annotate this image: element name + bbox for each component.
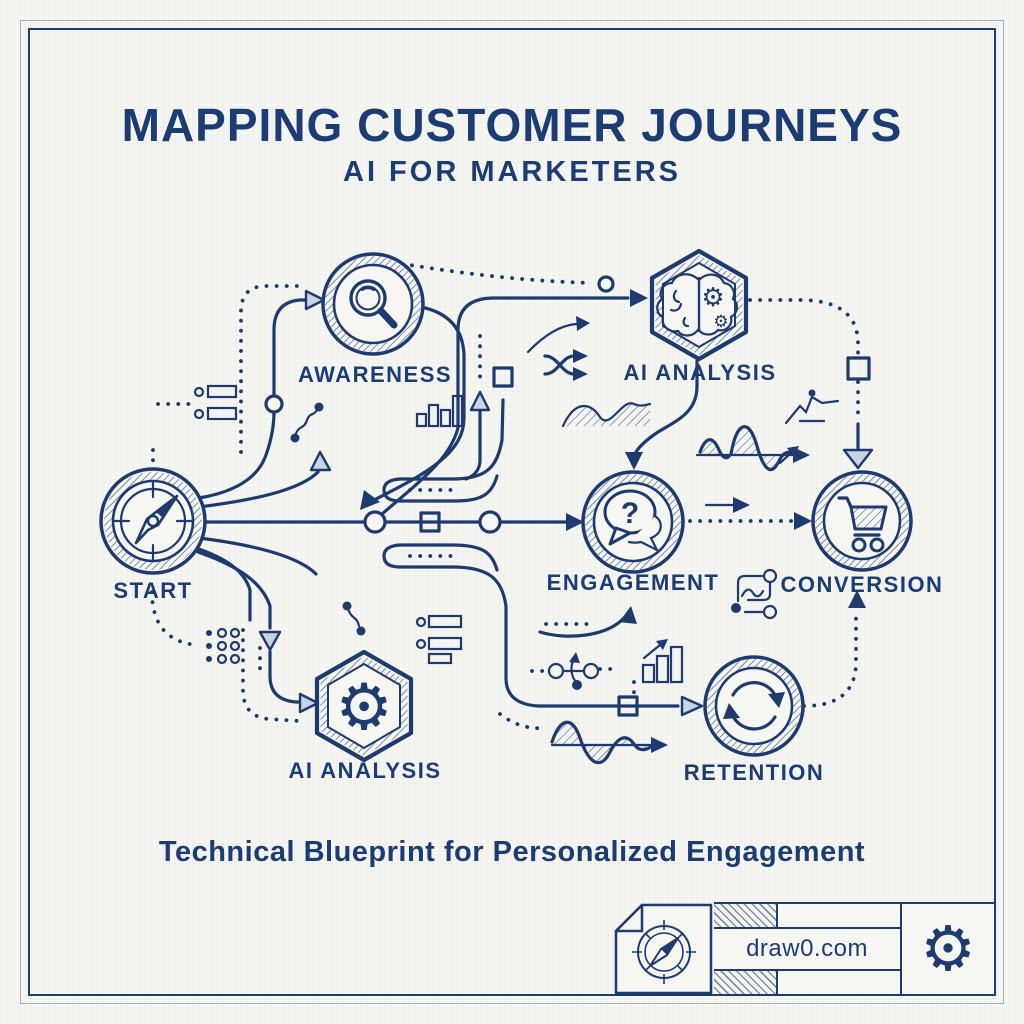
list-icon-center: [415, 614, 463, 665]
wave-icon-small: [561, 402, 652, 428]
footer-compass-icon: [632, 920, 696, 984]
question-mark-glyph: ?: [621, 497, 639, 530]
shuffle-icon: [543, 349, 588, 381]
label-conversion: CONVERSION: [780, 572, 944, 597]
growth-chart-icon: [641, 639, 684, 684]
brain-gear-glyph-large: ⚙: [701, 283, 724, 313]
hatch-fill: [714, 971, 778, 994]
node-ai-analysis-top: ⚙ ⚙: [649, 248, 749, 362]
node-ai-analysis-bottom: ⚙: [314, 649, 414, 763]
hatch-strip-top: [714, 904, 900, 929]
dot-grid: [206, 627, 241, 665]
magnifier-icon: [349, 279, 398, 329]
label-ai-analysis-bottom: AI ANALYSIS: [288, 758, 442, 783]
label-retention: RETENTION: [683, 760, 825, 785]
label-start: START: [113, 578, 193, 603]
inner-frame-border: [28, 28, 996, 996]
caption: Technical Blueprint for Personalized Eng…: [158, 836, 866, 868]
flow-connectors: [150, 260, 874, 731]
document-compass-cell: [612, 902, 714, 996]
node-retention: [703, 655, 805, 757]
node-engagement: ?: [581, 470, 685, 574]
document-icon: [614, 903, 713, 995]
label-ai-analysis-top: AI ANALYSIS: [623, 360, 777, 385]
brand-title-block: draw0.com ⚙: [612, 902, 996, 996]
brain-icon: ⚙ ⚙: [656, 273, 738, 337]
outer-frame-border: [20, 20, 1004, 1004]
page-title: MAPPING CUSTOMER JOURNEYS: [121, 99, 903, 151]
label-engagement: ENGAGEMENT: [546, 570, 720, 595]
shopping-cart-icon: [837, 496, 888, 553]
node-start: [99, 467, 207, 575]
footer-gear-cell: ⚙: [900, 902, 996, 996]
sine-wave-icon-right: [695, 425, 810, 472]
node-awareness: [321, 252, 425, 356]
sine-wave-icon-bottom: [550, 720, 668, 765]
signal-dots-icon: [290, 402, 324, 443]
footer-gear-icon: ⚙: [920, 912, 976, 985]
circuit-path-icon: [731, 568, 778, 620]
signal-dots-icon-2: [342, 601, 366, 636]
label-awareness: AWARENESS: [297, 362, 453, 387]
hatch-fill: [714, 904, 778, 927]
connector-nodes: [264, 275, 871, 717]
hatch-strip-bottom: [714, 969, 900, 994]
page-subtitle: AI FOR MARKETERS: [343, 156, 681, 188]
gear-icon: ⚙: [335, 671, 392, 745]
node-conversion: [811, 470, 913, 572]
chat-question-icon: ?: [603, 489, 662, 553]
trend-line-icon: [784, 389, 840, 425]
list-icon-left: [193, 384, 238, 421]
brand-text: draw0.com: [746, 935, 868, 962]
brain-gear-glyph-small: ⚙: [713, 312, 728, 332]
git-branch-icon: [530, 652, 616, 690]
brand-name-cell: draw0.com: [714, 902, 902, 996]
compass-icon: [113, 481, 193, 561]
bar-chart-icon: [415, 394, 464, 428]
cycle-arrows-icon: [723, 681, 785, 731]
